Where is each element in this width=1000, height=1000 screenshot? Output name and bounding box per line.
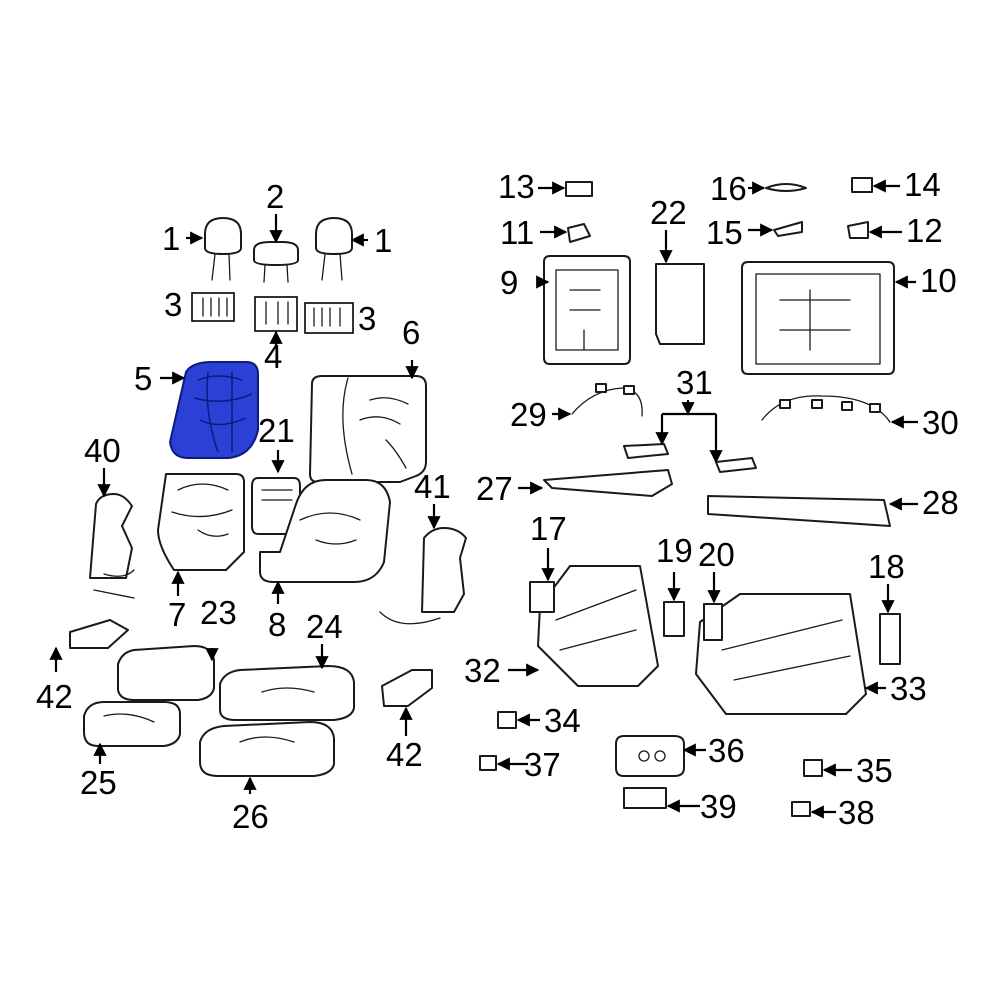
- latch-cover-14[interactable]: [851, 177, 873, 193]
- seatback-frame-right[interactable]: [741, 261, 895, 375]
- callout-20: 20: [698, 536, 735, 573]
- clip-34[interactable]: [497, 711, 517, 729]
- callout-3-left: 3: [164, 286, 182, 323]
- callout-3-right: 3: [358, 300, 376, 337]
- callout-42-left: 42: [36, 678, 73, 715]
- callout-35: 35: [856, 752, 893, 789]
- seat-back-panel-left[interactable]: [89, 493, 135, 599]
- wire-harness-30[interactable]: [761, 395, 891, 423]
- guide-pins-left[interactable]: [191, 292, 235, 322]
- wire-harness-29[interactable]: [571, 383, 643, 417]
- callout-39: 39: [700, 788, 737, 825]
- rail-27[interactable]: [543, 469, 673, 497]
- guide-pins-right[interactable]: [304, 302, 354, 334]
- callout-1-right: 1: [374, 222, 392, 259]
- seat-frame-right[interactable]: [695, 593, 867, 715]
- callout-29: 29: [510, 396, 547, 433]
- side-cover-18[interactable]: [879, 613, 901, 665]
- cushion-cover-right-upper[interactable]: [219, 665, 355, 721]
- callout-2: 2: [266, 178, 284, 215]
- seat-frame-left[interactable]: [537, 565, 659, 687]
- side-cover-20[interactable]: [703, 603, 723, 641]
- seat-back-panel-right[interactable]: [379, 527, 467, 625]
- callout-40: 40: [84, 432, 121, 469]
- seat-back-wide[interactable]: [309, 375, 427, 483]
- callout-24: 24: [306, 608, 343, 645]
- latch-cover-11[interactable]: [567, 223, 591, 243]
- seatback-panel-center[interactable]: [655, 263, 705, 345]
- side-cover-17[interactable]: [529, 581, 555, 613]
- callout-4: 4: [264, 338, 282, 375]
- callout-11: 11: [500, 214, 534, 251]
- cushion-bracket-right[interactable]: [381, 669, 433, 707]
- callout-27: 27: [476, 470, 513, 507]
- guide-pins-center[interactable]: [254, 296, 298, 332]
- callout-14: 14: [904, 166, 941, 203]
- cushion-foam-right[interactable]: [199, 721, 335, 777]
- callout-25: 25: [80, 764, 117, 801]
- headrest-left[interactable]: [204, 217, 242, 281]
- callout-30: 30: [922, 404, 959, 441]
- cushion-bracket-left[interactable]: [69, 619, 129, 649]
- callout-12: 12: [906, 212, 943, 249]
- side-cover-19[interactable]: [663, 601, 685, 637]
- rail-28[interactable]: [707, 495, 891, 527]
- callout-19: 19: [656, 532, 693, 569]
- callout-22: 22: [650, 194, 687, 231]
- callout-7: 7: [168, 596, 186, 633]
- trim-15[interactable]: [773, 221, 803, 237]
- callout-labels: 1 2 1 3 4 3 5 6 21 40 7 8 41 23 24 42 42…: [36, 166, 959, 835]
- callout-23: 23: [200, 594, 237, 631]
- callout-34: 34: [544, 702, 581, 739]
- bracket-31-left[interactable]: [623, 443, 669, 459]
- callout-28: 28: [922, 484, 959, 521]
- callout-5: 5: [134, 360, 152, 397]
- callout-32: 32: [464, 652, 501, 689]
- callout-41: 41: [414, 468, 451, 505]
- callout-15: 15: [706, 214, 743, 251]
- cover-plate-39[interactable]: [623, 787, 667, 809]
- callout-1-left: 1: [162, 220, 180, 257]
- latch-cover-13[interactable]: [565, 181, 593, 197]
- seatback-frame-left[interactable]: [543, 255, 631, 365]
- callout-38: 38: [838, 794, 875, 831]
- callout-10: 10: [920, 262, 957, 299]
- cap-38[interactable]: [791, 801, 811, 817]
- callout-18: 18: [868, 548, 905, 585]
- callout-13: 13: [498, 168, 535, 205]
- callout-37: 37: [524, 746, 561, 783]
- control-module-36[interactable]: [615, 735, 685, 777]
- callout-8: 8: [268, 606, 286, 643]
- latch-cover-12[interactable]: [847, 221, 869, 239]
- callout-16: 16: [710, 170, 747, 207]
- headrest-center[interactable]: [253, 241, 299, 283]
- callout-33: 33: [890, 670, 927, 707]
- callout-42-right: 42: [386, 736, 423, 773]
- seat-back-trim-center[interactable]: [259, 479, 391, 583]
- cushion-cover-left-upper[interactable]: [117, 645, 215, 701]
- seat-back-cover-highlighted[interactable]: [168, 361, 259, 459]
- callout-26: 26: [232, 798, 269, 835]
- cap-37[interactable]: [479, 755, 497, 771]
- callout-31: 31: [676, 364, 713, 401]
- callout-6: 6: [402, 314, 420, 351]
- cushion-foam-left[interactable]: [83, 701, 181, 747]
- callout-21: 21: [258, 412, 295, 449]
- seat-back-trim-left[interactable]: [157, 473, 245, 571]
- leader-lines: [49, 179, 918, 819]
- callout-9: 9: [500, 264, 518, 301]
- headrest-right[interactable]: [315, 217, 353, 281]
- clip-35[interactable]: [803, 759, 823, 777]
- callout-36: 36: [708, 732, 745, 769]
- callout-17: 17: [530, 510, 567, 547]
- bracket-31-right[interactable]: [715, 457, 757, 473]
- trim-16[interactable]: [765, 183, 807, 192]
